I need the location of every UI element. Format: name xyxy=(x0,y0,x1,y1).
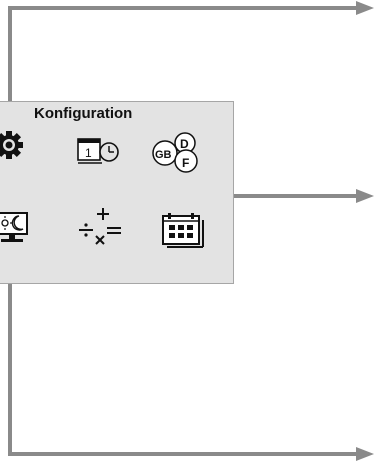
date-time-icon[interactable]: 1 xyxy=(76,137,122,165)
date-digit: 1 xyxy=(85,146,92,160)
configuration-panel xyxy=(0,101,234,284)
language-label-gb: GB xyxy=(155,149,172,161)
connector-gear xyxy=(8,6,358,128)
language-label-f: F xyxy=(182,156,189,170)
calculator-operators-icon[interactable] xyxy=(79,208,123,252)
gear-icon[interactable] xyxy=(0,130,24,160)
language-label-d: D xyxy=(180,137,189,151)
arrowhead-top xyxy=(356,1,374,15)
language-icon[interactable]: D GB F xyxy=(151,131,207,175)
calendar-icon[interactable] xyxy=(161,212,207,250)
arrowhead-bottom xyxy=(356,447,374,461)
arrowhead-middle xyxy=(356,189,374,203)
panel-title: Konfiguration xyxy=(34,105,133,122)
display-brightness-icon[interactable] xyxy=(0,212,30,246)
connector-display xyxy=(8,276,358,456)
